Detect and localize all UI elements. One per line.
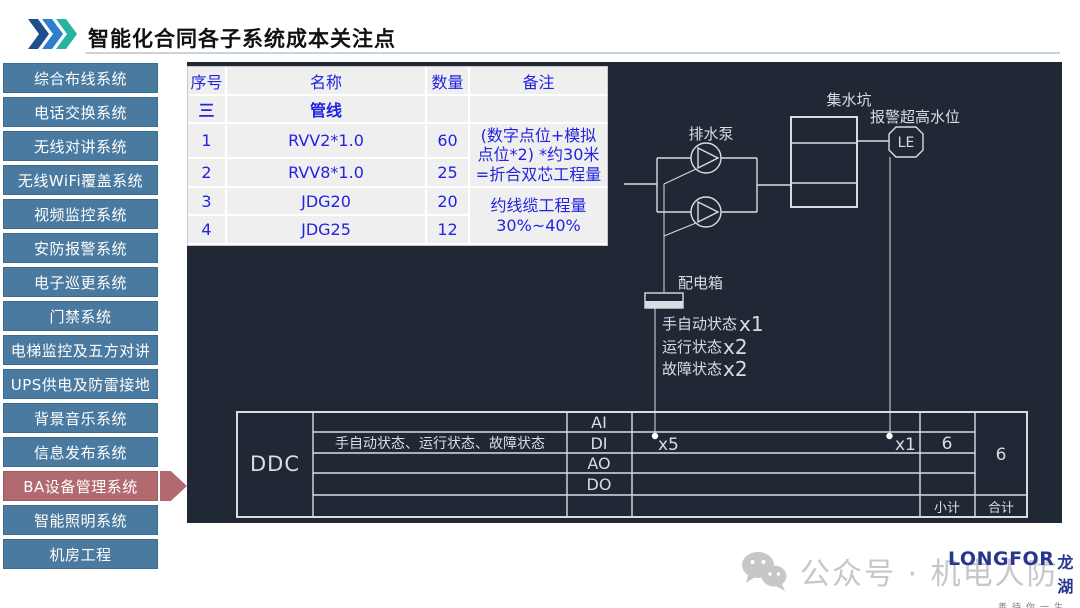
sidebar-item-patrol[interactable]: 电子巡更系统 — [3, 267, 158, 297]
di-count-left: x5 — [658, 435, 679, 455]
status-running-count: x2 — [723, 335, 748, 359]
row1-no: 1 — [188, 124, 227, 159]
sidebar-item-access-control[interactable]: 门禁系统 — [3, 301, 158, 331]
sidebar-item-cabling[interactable]: 综合布线系统 — [3, 63, 158, 93]
sidebar-item-ups[interactable]: UPS供电及防雷接地 — [3, 369, 158, 399]
drain-pump-label: 排水泵 — [688, 125, 733, 143]
point-type-di: DI — [590, 434, 607, 453]
sidebar-item-cctv[interactable]: 视频监控系统 — [3, 199, 158, 229]
point-type-do: DO — [587, 475, 612, 494]
sidebar-item-info-release[interactable]: 信息发布系统 — [3, 437, 158, 467]
row4-name: JDG25 — [227, 216, 427, 245]
sump-pit-label: 集水坑 — [826, 91, 871, 109]
row2-name: RVV8*1.0 — [227, 159, 427, 188]
connection-dot — [886, 432, 893, 440]
col-header-qty: 数量 — [427, 67, 470, 96]
col-header-no: 序号 — [188, 67, 227, 96]
sidebar: 综合布线系统 电话交换系统 无线对讲系统 无线WiFi覆盖系统 视频监控系统 安… — [3, 63, 187, 569]
logo-wordmark: LONGFOR — [948, 548, 1055, 570]
triple-chevron-icon — [28, 19, 77, 49]
row3-no: 3 — [188, 188, 227, 216]
row4-no: 4 — [188, 216, 227, 245]
status-running-label: 运行状态 — [662, 338, 722, 356]
row1-name: RVV2*1.0 — [227, 124, 427, 159]
status-fault-count: x2 — [723, 357, 748, 381]
le-tag: LE — [898, 135, 915, 151]
section-name: 管线 — [227, 96, 427, 124]
cad-drawing: 集水坑 报警超高水位 LE 排水泵 配电箱 手自动状态 x1 运行状态 x2 故… — [236, 91, 1028, 518]
sidebar-item-label: BA设备管理系统 — [23, 477, 138, 496]
longfor-logo: LONGFOR 龙湖 善待你一生 FOR YOU FOREVER — [948, 548, 1073, 608]
wechat-icon — [742, 552, 787, 591]
ddc-device-label: DDC — [250, 452, 300, 476]
remark-rows-3-4: 约线缆工程量 30%~40% — [470, 188, 607, 245]
section-no: 三 — [188, 96, 227, 124]
di-count-right: x1 — [895, 435, 916, 455]
sidebar-item-smart-lighting[interactable]: 智能照明系统 — [3, 505, 158, 535]
sidebar-item-elevator-monitor[interactable]: 电梯监控及五方对讲 — [3, 335, 158, 365]
row3-qty: 20 — [427, 188, 470, 216]
sidebar-item-ba-management[interactable]: BA设备管理系统 — [3, 471, 187, 501]
title-underline — [85, 52, 1060, 54]
connection-dot — [651, 432, 659, 440]
remark-rows-1-2: (数字点位+模拟 点位*2) *约30米 =折合双芯工程量 — [470, 124, 607, 188]
active-item-arrow-icon — [160, 471, 187, 501]
sidebar-item-telephone[interactable]: 电话交换系统 — [3, 97, 158, 127]
sidebar-item-bgm[interactable]: 背景音乐系统 — [3, 403, 158, 433]
cost-table: 序号 名称 数量 备注 三 管线 1 RVV2*1.0 60 (数字点位+模拟 … — [187, 66, 608, 246]
section-remark-empty — [470, 96, 607, 124]
subtotal-label: 小计 — [934, 501, 960, 516]
status-manual-auto-label: 手自动状态 — [662, 315, 737, 333]
point-type-ai: AI — [591, 413, 607, 432]
sidebar-item-security-alarm[interactable]: 安防报警系统 — [3, 233, 158, 263]
page-title: 智能化合同各子系统成本关注点 — [88, 27, 396, 51]
watermark-text: 公众号 · 机电人防 — [800, 557, 1059, 592]
row2-qty: 25 — [427, 159, 470, 188]
di-subtotal-value: 6 — [942, 434, 953, 454]
watermark: 公众号 · 机电人防 — [740, 549, 1059, 593]
status-manual-auto-count: x1 — [739, 312, 764, 336]
sidebar-item-machine-room[interactable]: 机房工程 — [3, 539, 158, 569]
total-value: 6 — [996, 445, 1007, 465]
row4-qty: 12 — [427, 216, 470, 245]
col-header-name: 名称 — [227, 67, 427, 96]
sidebar-item-wifi[interactable]: 无线WiFi覆盖系统 — [3, 165, 158, 195]
total-label: 合计 — [988, 501, 1014, 516]
row3-name: JDG20 — [227, 188, 427, 216]
section-qty-empty — [427, 96, 470, 124]
sump-pit-tank — [790, 116, 858, 208]
logo-slogan-cn: 善待你一生 — [997, 603, 1068, 608]
col-header-remark: 备注 — [470, 67, 607, 96]
logo-cn-name: 龙湖 — [1057, 553, 1074, 596]
sidebar-item-intercom[interactable]: 无线对讲系统 — [3, 131, 158, 161]
row1-qty: 60 — [427, 124, 470, 159]
level-element-icon — [888, 126, 924, 158]
status-fault-label: 故障状态 — [662, 360, 722, 378]
row2-no: 2 — [188, 159, 227, 188]
ddc-description: 手自动状态、运行状态、故障状态 — [335, 436, 545, 452]
distribution-box-label: 配电箱 — [678, 274, 723, 292]
alarm-high-level-label: 报警超高水位 — [870, 108, 960, 126]
point-type-ao: AO — [587, 454, 610, 473]
